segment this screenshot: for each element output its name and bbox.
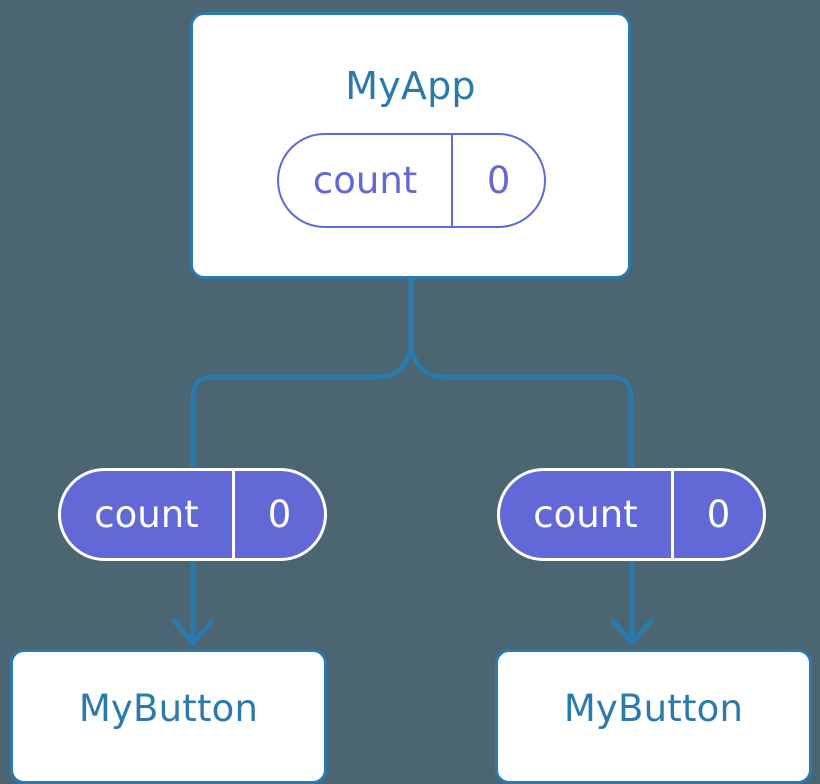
arrow-head-right-icon — [610, 618, 654, 646]
state-pill-root[interactable]: count 0 — [277, 133, 546, 228]
state-pill-root-value: 0 — [451, 135, 544, 226]
prop-pill-right-value: 0 — [670, 471, 763, 558]
component-card-mybutton-left[interactable]: MyButton — [10, 649, 327, 784]
prop-pill-right[interactable]: count 0 — [497, 468, 766, 561]
component-title-mybutton-right: MyButton — [563, 687, 744, 730]
connector-branch-left — [190, 348, 414, 468]
component-title-myapp: MyApp — [345, 64, 476, 108]
arrow-head-left-icon — [171, 618, 215, 646]
prop-pill-left[interactable]: count 0 — [58, 468, 327, 561]
prop-pill-right-key: count — [533, 493, 638, 536]
component-card-mybutton-right[interactable]: MyButton — [495, 649, 812, 784]
component-title-mybutton-left: MyButton — [78, 687, 259, 730]
connector-branch-right — [408, 348, 634, 468]
state-pill-root-key: count — [312, 159, 418, 202]
prop-pill-left-key: count — [94, 493, 199, 536]
prop-pill-left-value: 0 — [231, 471, 324, 558]
